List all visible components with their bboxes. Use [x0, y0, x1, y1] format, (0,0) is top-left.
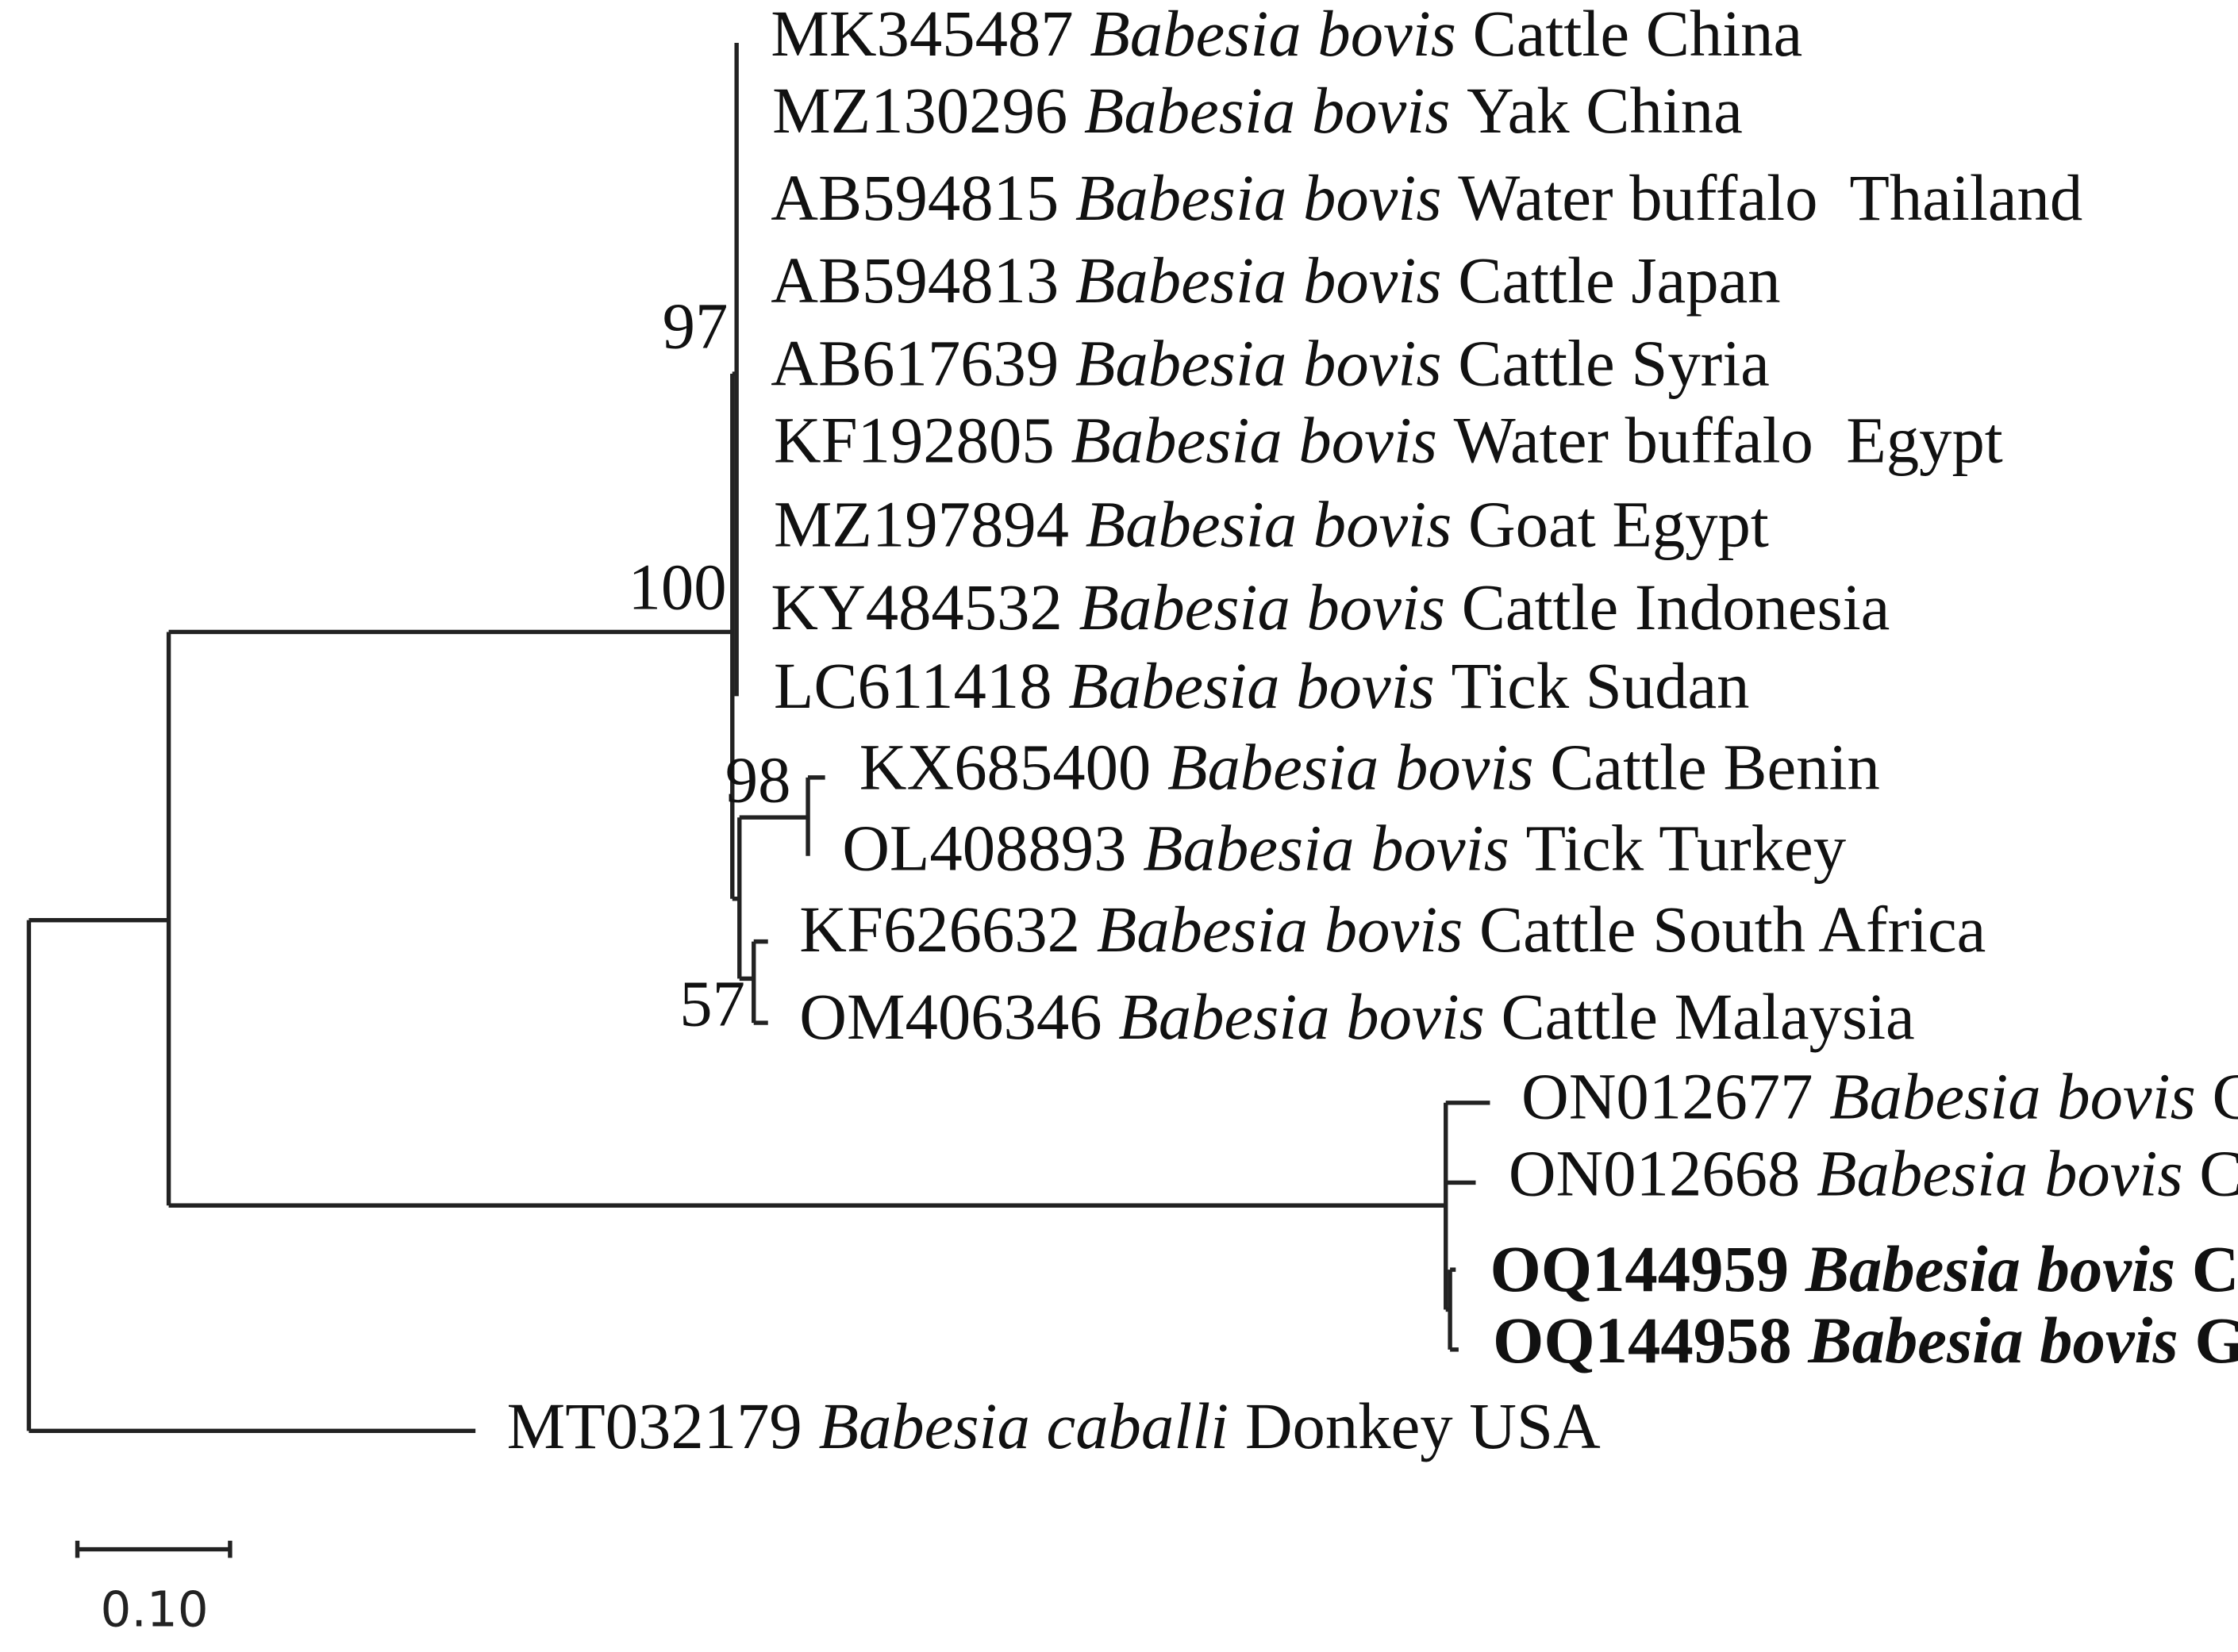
leaf-label: ON012668 Babesia bovis Cattle Kenya	[1509, 1137, 2238, 1210]
leaf-label: KF626632 Babesia bovis Cattle South Afri…	[799, 893, 1986, 966]
leaf-label: LC611418 Babesia bovis Tick Sudan	[774, 649, 1750, 722]
leaf-label: KX685400 Babesia bovis Cattle Benin	[859, 730, 1880, 803]
leaf-label: ON012677 Babesia bovis Cattle Australia	[1521, 1060, 2238, 1133]
leaf-label: KF192805 Babesia bovis Water buffalo Egy…	[774, 404, 2003, 477]
bootstrap-100: 100	[629, 551, 727, 624]
leaf-label: MK345487 Babesia bovis Cattle China	[771, 0, 1802, 70]
bootstrap-97: 97	[663, 290, 729, 363]
leaf-label: AB617639 Babesia bovis Cattle Syria	[771, 326, 1770, 399]
leaf-labels: MK345487 Babesia bovis Cattle China MZ13…	[507, 0, 2238, 1462]
leaf-label: MZ130296 Babesia bovis Yak China	[772, 74, 1743, 147]
leaf-label-highlighted: OQ144959 Babesia bovis Cattle Bangladesh	[1490, 1232, 2238, 1305]
leaf-label-highlighted: OQ144958 Babesia bovis Goat Bangladesh	[1493, 1304, 2238, 1377]
bootstrap-98: 98	[725, 743, 791, 816]
tree-branches	[26, 42, 1490, 1434]
leaf-label: AB594813 Babesia bovis Cattle Japan	[771, 244, 1780, 317]
scale-bar-label: 0.10	[101, 1582, 209, 1639]
leaf-label: MZ197894 Babesia bovis Goat Egypt	[774, 488, 1769, 561]
scale-bar: 0.10	[75, 1540, 233, 1639]
leaf-label: KY484532 Babesia bovis Cattle Indonesia	[771, 571, 1890, 644]
bootstrap-values: 97 100 98 57	[629, 290, 791, 1040]
leaf-label: AB594815 Babesia bovis Water buffalo Tha…	[771, 161, 2082, 234]
leaf-label-outgroup: MT032179 Babesia caballi Donkey USA	[507, 1389, 1601, 1462]
leaf-label: OM406346 Babesia bovis Cattle Malaysia	[799, 980, 1915, 1053]
leaf-label: OL408893 Babesia bovis Tick Turkey	[842, 812, 1847, 885]
bootstrap-57: 57	[679, 967, 745, 1040]
